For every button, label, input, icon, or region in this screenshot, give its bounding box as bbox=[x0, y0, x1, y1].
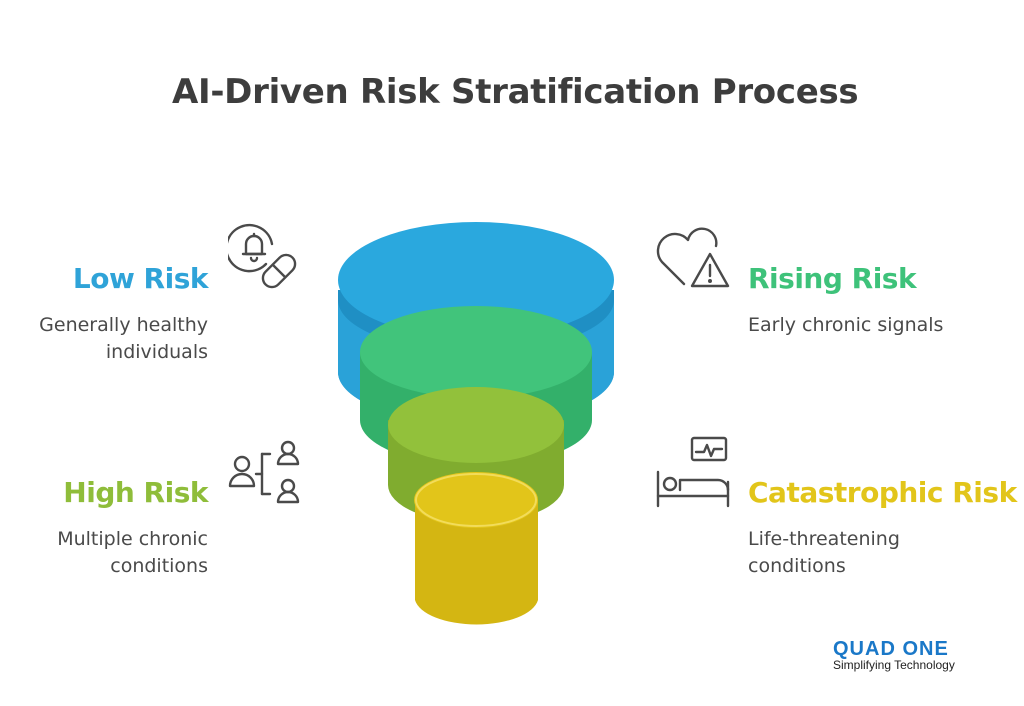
catastrophic-risk-label: Catastrophic Risk bbox=[748, 476, 1017, 509]
catastrophic-risk-desc-line2: conditions bbox=[748, 555, 846, 577]
low-risk-label: Low Risk bbox=[72, 262, 209, 295]
funnel-tier-catastrophic bbox=[414, 472, 538, 625]
rising-risk-desc-line1: Early chronic signals bbox=[748, 314, 944, 336]
page-title: AI-Driven Risk Stratification Process bbox=[172, 72, 859, 112]
low-risk-desc-line1: Generally healthy bbox=[39, 314, 208, 336]
rising-risk-label: Rising Risk bbox=[748, 262, 917, 295]
low-risk-desc-line2: individuals bbox=[105, 341, 208, 363]
high-risk-desc-line1: Multiple chronic bbox=[57, 528, 208, 550]
bell-pill-icon bbox=[228, 223, 297, 289]
people-network-icon bbox=[228, 440, 300, 504]
catastrophic-risk-desc-line1: Life-threatening bbox=[748, 528, 900, 550]
brand-tagline: Simplifying Technology bbox=[833, 658, 955, 672]
high-risk-desc-line2: conditions bbox=[110, 555, 208, 577]
heart-warning-icon bbox=[656, 227, 730, 288]
hospital-bed-monitor-icon bbox=[656, 436, 730, 508]
catastrophic-risk-description: Life-threatening conditions bbox=[748, 526, 900, 580]
high-risk-description: Multiple chronic conditions bbox=[57, 526, 208, 580]
high-risk-label: High Risk bbox=[63, 476, 208, 509]
brand-logo: QUAD ONE bbox=[833, 638, 949, 660]
low-risk-description: Generally healthy individuals bbox=[39, 312, 208, 366]
rising-risk-description: Early chronic signals bbox=[748, 312, 943, 339]
